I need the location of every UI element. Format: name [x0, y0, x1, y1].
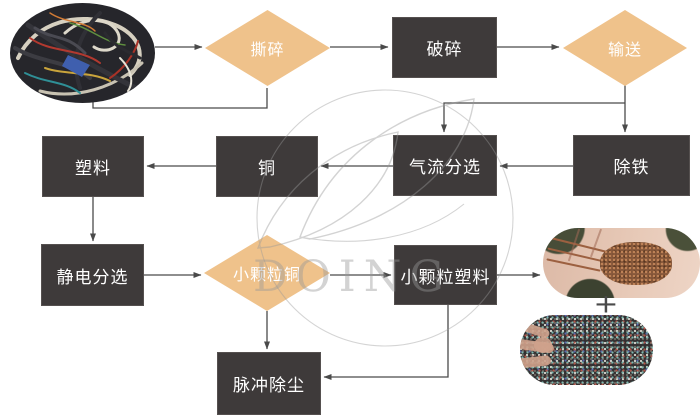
- connector-convey-to-airflow-sorting: [441, 102, 625, 133]
- scrap-wires-illustration: [13, 11, 153, 98]
- node-pulse-dust-removal: 脉冲除尘: [217, 352, 321, 415]
- node-copper: 铜: [216, 136, 318, 197]
- copper-granules-photo: [543, 228, 700, 298]
- scrap-wires-photo: [10, 3, 155, 103]
- plus-sign: +: [593, 289, 619, 320]
- node-crush: 破碎: [392, 17, 497, 78]
- finger: [520, 355, 552, 369]
- finger: [520, 319, 551, 340]
- copper-wire-strand: [546, 258, 601, 272]
- node-airflow-sorting: 气流分选: [393, 135, 497, 196]
- node-plastic: 塑料: [42, 136, 144, 197]
- node-electrostatic-sorting: 静电分选: [41, 244, 144, 306]
- node-small-granule-plastic: 小颗粒塑料: [394, 245, 497, 305]
- blue-tape-patch: [62, 55, 90, 77]
- node-iron-removal: 除铁: [573, 135, 690, 196]
- connector-small-plastic-to-pulse-dust: [323, 305, 449, 380]
- plastic-granules-photo: [520, 315, 653, 385]
- connector-wires-bottom-to-shred: [92, 88, 268, 109]
- finger-gap: [589, 228, 603, 258]
- finger: [534, 337, 552, 353]
- copper-granule-pile: [599, 242, 672, 286]
